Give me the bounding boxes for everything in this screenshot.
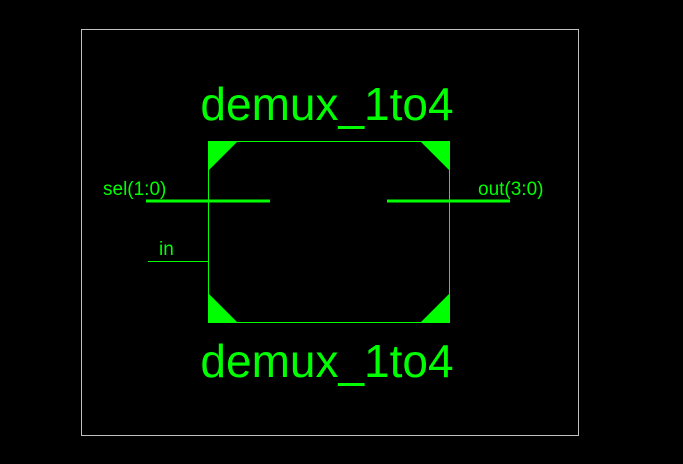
sheet-frame <box>81 29 579 436</box>
pin-sel-label: sel(1:0) <box>103 179 166 200</box>
pin-in[interactable]: in <box>148 239 208 262</box>
pin-out-label: out(3:0) <box>478 179 543 200</box>
pin-out[interactable]: out(3:0) <box>387 179 543 203</box>
pin-sel[interactable]: sel(1:0) <box>103 179 270 203</box>
symbol-name-bottom: demux_1to4 <box>200 335 453 387</box>
symbol-name-top: demux_1to4 <box>200 78 453 130</box>
corner-marker-top-right <box>420 141 450 171</box>
corner-marker-top-left <box>208 141 238 171</box>
corner-marker-bottom-right <box>420 293 450 323</box>
symbol-box <box>208 141 450 323</box>
pin-in-label: in <box>159 239 174 260</box>
corner-marker-bottom-left <box>208 293 238 323</box>
symbol-body[interactable] <box>208 141 450 323</box>
